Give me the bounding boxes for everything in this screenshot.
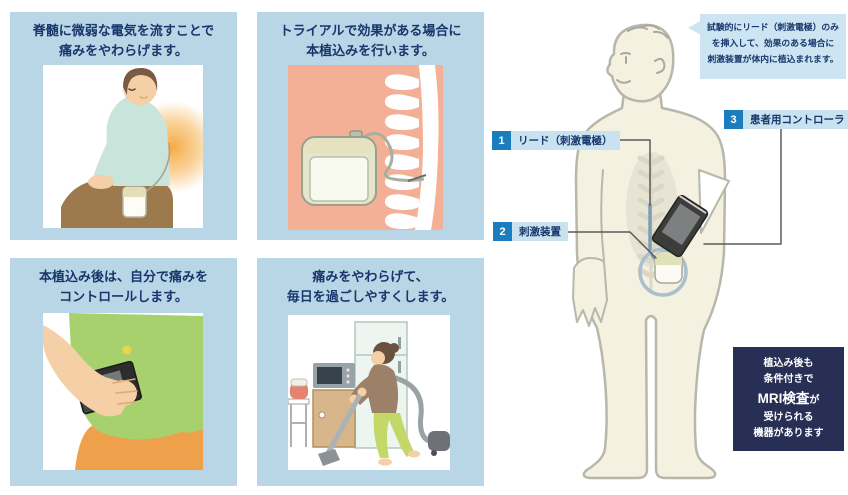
pants: [75, 425, 203, 470]
pants: [61, 179, 173, 228]
lead-wire: [142, 142, 171, 194]
panel-3-self-control: 本植込み後は、自分で痛みを コントロールします。: [10, 258, 237, 486]
panel-4-title-line2: 毎日を過ごしやすくします。: [286, 289, 455, 305]
label-2-number-badge: 2: [493, 222, 512, 241]
panel-3-title-line1: 本植込み後は、自分で痛みを: [38, 269, 208, 284]
mri-line5: 機器があります: [753, 428, 824, 440]
mri-highlight: MRI検査: [757, 391, 810, 407]
label-1-lead: 1 リード（刺激電極）: [492, 131, 620, 150]
sitting-person-illustration: [61, 67, 203, 228]
mri-line2: 条件付きで: [763, 374, 814, 386]
body-placement-diagram: [566, 23, 782, 480]
panel-2-title-line1: トライアルで効果がある場合に: [279, 23, 462, 38]
left-arm-line: [600, 169, 605, 261]
spine-column: [415, 65, 439, 230]
lead-tip: [407, 174, 427, 182]
label-2-stimulator: 2 刺激装置: [493, 222, 568, 241]
hair: [123, 67, 158, 95]
panel-3-title: 本植込み後は、自分で痛みを コントロールします。: [10, 267, 237, 307]
panel-2-illustration: [288, 65, 443, 230]
vacuum-nozzle: [318, 449, 340, 466]
left-hand: [572, 257, 608, 327]
arm: [43, 325, 131, 417]
lead-cable: [357, 132, 425, 182]
label-3-controller: 3 患者用コントローラ: [724, 110, 848, 129]
patient-controller-device: [651, 194, 709, 258]
panel-4-title: 痛みをやわらげて、 毎日を過ごしやすくします。: [257, 267, 484, 307]
panel-3-title-line2: コントロールします。: [59, 289, 188, 305]
woman-pants: [373, 413, 414, 458]
panel-1-title-line1: 脊髄に微弱な電気を流すことで: [32, 23, 215, 38]
panel-1-illustration: [43, 65, 203, 228]
vacuum-canister: [428, 431, 450, 451]
label-3-text: 患者用コントローラ: [743, 110, 848, 129]
panel-1-title-line2: 痛みをやわらげます。: [59, 43, 188, 59]
mri-line3: MRI検査が: [757, 391, 820, 407]
panel-4-daily-life: 痛みをやわらげて、 毎日を過ごしやすくします。: [257, 258, 484, 486]
vertebrae: [384, 74, 419, 230]
patient-controller-illustration: [43, 313, 203, 470]
panel-2-title: トライアルで効果がある場合に 本植込みを行います。: [257, 21, 484, 61]
label-1-number-badge: 1: [492, 131, 511, 150]
face-details: [616, 24, 669, 84]
callout-line3: 刺激装置が体内に植込まれます。: [707, 53, 839, 64]
rice-cooker: [290, 383, 308, 399]
callout-line2: を挿入して、効果のある場合に: [711, 37, 835, 48]
shirt: [106, 95, 170, 186]
spine-device-illustration: [301, 65, 439, 230]
mri-notice-box: 植込み後も 条件付きで MRI検査が 受けられる 機器があります: [733, 347, 844, 451]
panel-1-title: 脊髄に微弱な電気を流すことで 痛みをやわらげます。: [10, 21, 237, 61]
vacuuming-illustration: [288, 321, 450, 466]
panel-4-illustration: [288, 315, 450, 470]
panel-4-title-line1: 痛みをやわらげて、: [312, 269, 429, 284]
vacuum-wand: [324, 393, 363, 457]
head: [123, 71, 157, 105]
woman-face: [371, 351, 385, 365]
panel-1-how-it-works: 脊髄に微弱な電気を流すことで 痛みをやわらげます。: [10, 12, 237, 240]
label-1-text: リード（刺激電極）: [511, 131, 620, 150]
implant-site-dot: [122, 345, 132, 355]
panel-2-title-line2: 本植込みを行います。: [306, 43, 435, 59]
label-2-text: 刺激装置: [512, 222, 568, 241]
shelf: [288, 398, 310, 405]
vacuum-hose: [391, 374, 433, 445]
label-3-number-badge: 3: [724, 110, 743, 129]
mri-line4: 受けられる: [763, 412, 814, 424]
callout-bubble: 試験的にリード（刺激電極）のみ を挿入して、効果のある場合に 刺激装置が体内に植…: [687, 14, 846, 79]
mri-line1: 植込み後も: [763, 358, 814, 369]
panel-3-illustration: [43, 313, 203, 470]
hands: [88, 175, 114, 189]
lead-coil: [638, 247, 688, 297]
callout-line1: 試験的にリード（刺激電極）のみ: [707, 22, 839, 32]
panel-2-trial-implant: トライアルで効果がある場合に 本植込みを行います。: [257, 12, 484, 240]
